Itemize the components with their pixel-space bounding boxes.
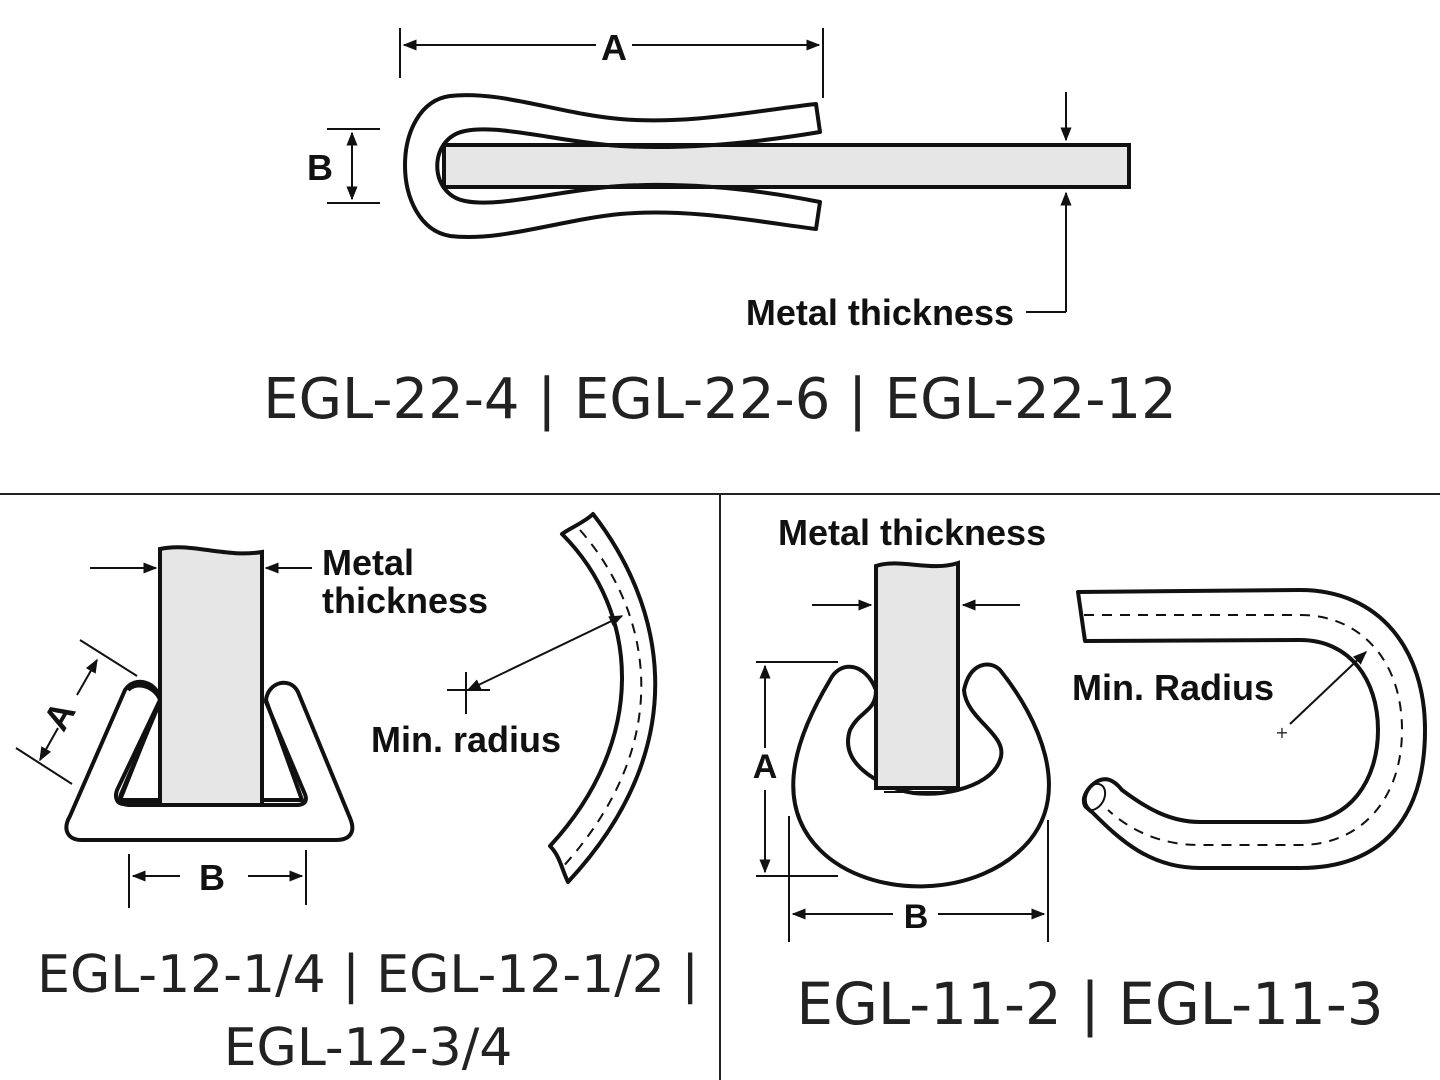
metal-strip [874, 560, 960, 790]
min-radius-indicator-left: Min. radius [371, 615, 624, 760]
dimension-a-label: A [35, 694, 84, 737]
part-numbers-bottom-left-line2: EGL-12-3/4 [224, 1018, 513, 1078]
metal-thickness-label: Metal thickness [778, 512, 1046, 553]
metal-thickness-indicator-top: Metal thickness [746, 92, 1072, 333]
dimension-a-top: A [399, 27, 824, 98]
part-numbers-top: EGL-22-4 | EGL-22-6 | EGL-22-12 [263, 367, 1176, 432]
metal-thickness-line2: thickness [322, 580, 488, 621]
metal-thickness-label: Metal thickness [746, 292, 1014, 333]
bottom-right-panel: Metal thickness A B + [753, 512, 1427, 1038]
edge-grip-clip [403, 93, 822, 239]
min-radius-label: Min. radius [371, 719, 561, 760]
dimension-b-label: B [307, 147, 333, 188]
radius-center-mark: + [1275, 723, 1288, 742]
dimension-b-label: B [904, 898, 929, 936]
dimension-a-label: A [601, 27, 627, 68]
part-numbers-bottom-left-line1: EGL-12-1/4 | EGL-12-1/2 | [37, 945, 699, 1005]
part-numbers-bottom-right: EGL-11-2 | EGL-11-3 [796, 970, 1383, 1038]
bottom-left-panel: Metal thickness A B Min. radius EGL-1 [15, 512, 699, 1078]
top-panel: A B Metal thickness EGL-22-4 | EGL-22-6 … [263, 27, 1176, 432]
metal-thickness-line1: Metal [322, 542, 414, 583]
hooked-section [1076, 588, 1427, 870]
dimension-b-bottom-right: B [788, 816, 1049, 942]
curved-section [548, 512, 658, 884]
min-radius-indicator-right: + Min. Radius [1072, 651, 1368, 742]
metal-strip [158, 545, 264, 807]
dimension-b-label: B [199, 857, 225, 898]
dimension-b-top: B [307, 128, 380, 204]
dimension-b-bottom-left: B [128, 850, 307, 908]
min-radius-label: Min. Radius [1072, 667, 1274, 708]
metal-strip [442, 143, 1131, 189]
dimension-a-bottom-right: A [753, 661, 838, 877]
dimension-a-label: A [753, 748, 778, 786]
